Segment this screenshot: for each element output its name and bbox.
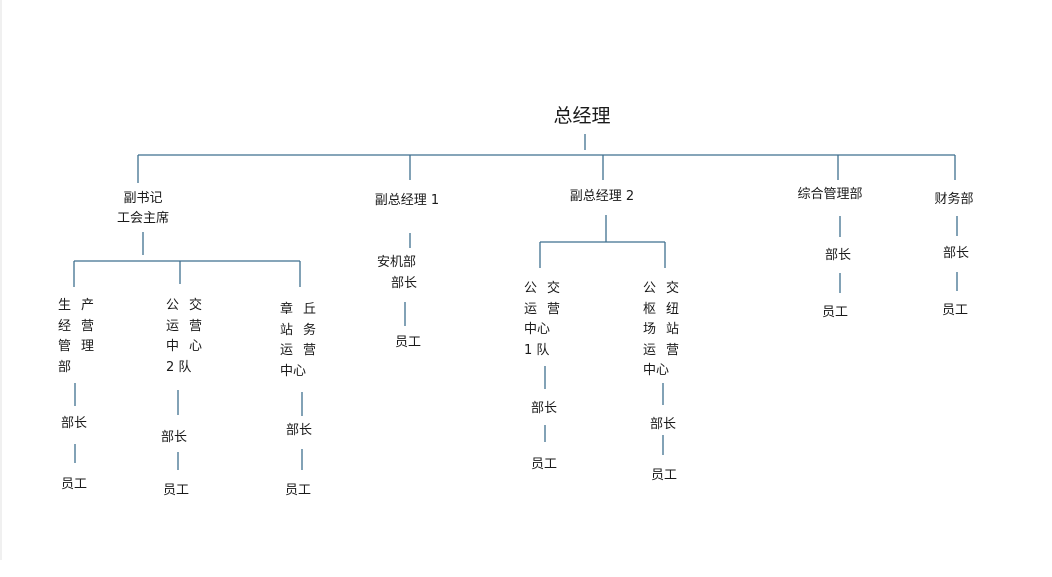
branch-label-line: 工会主席 (116, 211, 170, 226)
dept-staff-general-admin: 员工 (821, 305, 849, 320)
branch-node-deputy-gm-1: 副总经理 1 (374, 193, 440, 208)
dept-label-line: 公交 (643, 281, 690, 296)
dept-node-hub-station: 公交 枢纽 场站 运营 中心 (643, 279, 689, 382)
dept-head-zhangqiu-station: 部长 (285, 423, 313, 438)
dept-staff-transit-team-1: 员工 (530, 457, 558, 472)
dept-node-transit-team-2: 公交 运营 中心 2 队 (166, 296, 212, 378)
dept-label-line: 经营 (58, 318, 105, 334)
dept-label-line: 运营 (166, 318, 213, 334)
dept-label-line: 中心 (524, 322, 551, 337)
dept-node-zhangqiu-station: 章丘 站务 运营 中心 (280, 300, 326, 382)
dept-staff-production: 员工 (60, 477, 88, 492)
dept-label-line: 中心 (643, 363, 670, 378)
dept-head-finance: 部长 (942, 246, 970, 261)
dept-label-line: 部长 (391, 276, 418, 291)
dept-staff-safety: 员工 (394, 335, 422, 350)
dept-head-general-admin: 部长 (824, 248, 852, 263)
dept-staff-zhangqiu-station: 员工 (284, 483, 312, 498)
dept-label-line: 管理 (58, 339, 105, 354)
dept-node-safety: 安机部 部长 (377, 252, 417, 294)
dept-label-line: 中心 (166, 339, 213, 354)
dept-label-line: 运营 (643, 342, 690, 358)
dept-label-line: 枢纽 (643, 301, 690, 317)
branch-label-line: 副书记 (123, 191, 163, 206)
dept-head-production: 部长 (60, 416, 88, 431)
dept-head-transit-team-1: 部长 (530, 401, 558, 416)
dept-label-line: 安机部 (377, 255, 417, 270)
dept-label-line: 章丘 (280, 302, 327, 317)
dept-label-line: 生产 (58, 298, 105, 313)
dept-head-transit-team-2: 部长 (160, 430, 188, 445)
dept-label-line: 运营 (524, 301, 571, 317)
dept-staff-transit-team-2: 员工 (162, 483, 190, 498)
dept-node-production: 生产 经营 管理 部 (58, 296, 104, 378)
dept-label-line: 场站 (643, 322, 690, 337)
dept-label-line: 中心 (280, 363, 307, 379)
dept-label-line: 运营 (280, 343, 327, 358)
dept-node-transit-team-1: 公交 运营 中心 1 队 (524, 279, 570, 361)
root-node-general-manager: 总经理 (553, 105, 611, 127)
branch-node-finance: 财务部 (934, 192, 974, 207)
dept-staff-finance: 员工 (941, 303, 969, 318)
branch-node-general-admin: 综合管理部 (797, 187, 863, 202)
branch-node-deputy-gm-2: 副总经理 2 (569, 189, 635, 204)
dept-staff-hub-station: 员工 (650, 468, 678, 483)
dept-label-line: 部 (58, 359, 82, 375)
dept-label-line: 2 队 (166, 359, 192, 375)
dept-label-line: 公交 (524, 281, 571, 296)
dept-label-line: 公交 (166, 298, 213, 313)
page-edge (0, 0, 2, 560)
dept-head-hub-station: 部长 (649, 417, 677, 432)
dept-label-line: 1 队 (524, 342, 550, 358)
dept-label-line: 站务 (280, 322, 327, 338)
branch-node-deputy-secretary: 副书记 工会主席 (117, 189, 169, 229)
